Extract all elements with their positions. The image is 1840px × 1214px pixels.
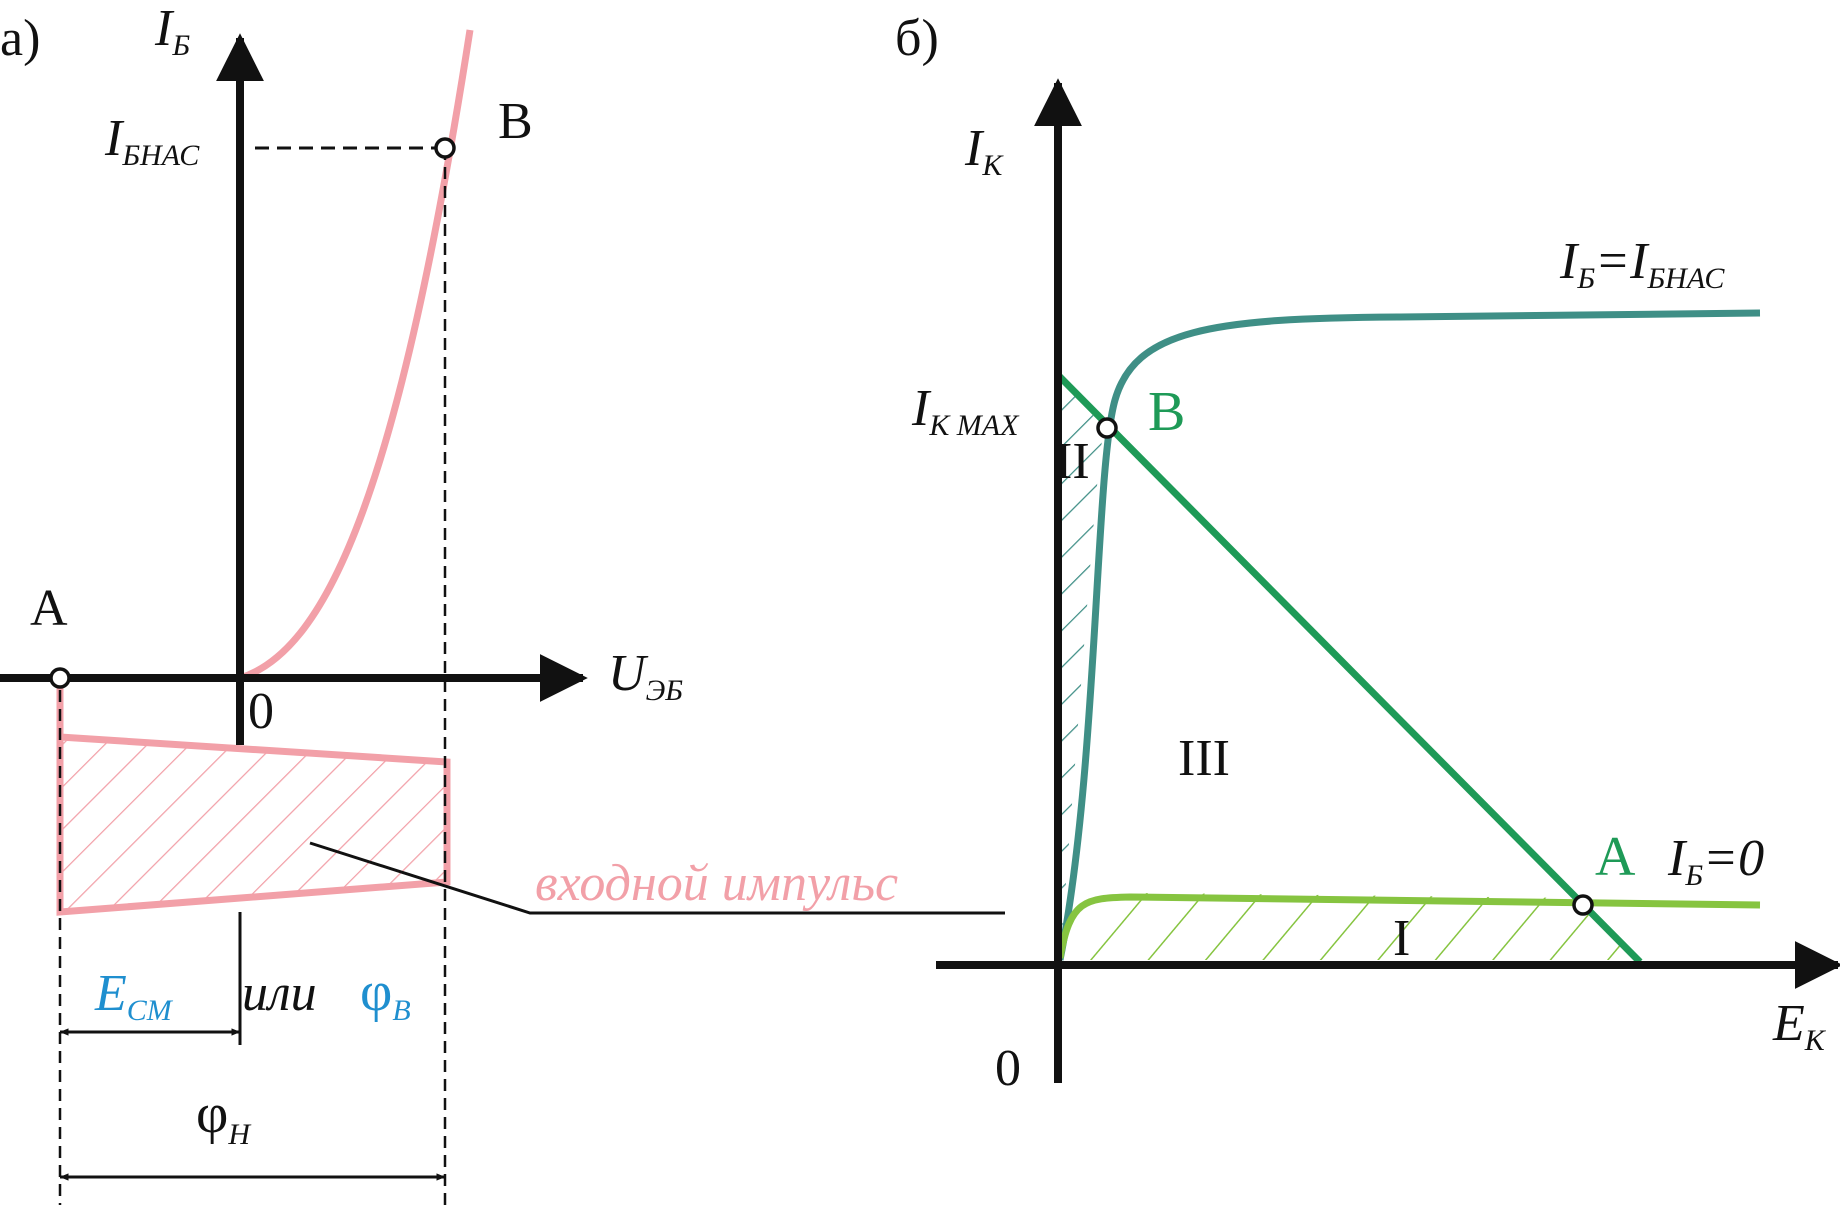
curve-ib-sat (1056, 309, 1761, 961)
point-b-label: B (498, 93, 533, 150)
phi-n-label: φН (196, 1083, 252, 1151)
ik-max-label: IК MAX (911, 380, 1020, 442)
point-b-marker (434, 137, 456, 159)
panel-a: а) IБ IБНАС B A 0 UЭБ входной импульс EС… (0, 0, 1005, 1205)
point-b2-marker (1096, 417, 1118, 439)
phi-b-label: φВ (360, 961, 411, 1027)
origin-b-label: 0 (995, 1040, 1021, 1097)
region-i-label: I (1393, 910, 1410, 967)
point-a-label: A (30, 580, 68, 637)
curve-sat-label: IБ=IБНАС (1559, 233, 1725, 295)
region-i-hatch (1065, 893, 1635, 960)
curve-zero-label: IБ=0 (1667, 830, 1764, 892)
panel-a-label: а) (0, 10, 40, 67)
input-characteristic-curve (238, 29, 474, 682)
point-a2-marker (1572, 894, 1594, 916)
region-ii-hatch (1058, 375, 1104, 960)
ik-axis-label: IК (964, 120, 1004, 182)
origin-a-label: 0 (248, 683, 274, 740)
pulse-pointer-line (309, 841, 1005, 915)
point-a-marker (49, 667, 71, 689)
bias-label: EСМ (94, 965, 174, 1027)
region-iii-label: III (1178, 730, 1230, 787)
panel-b: б) IК IБ=IБНАС IК MAX B II III A IБ=0 I … (895, 10, 1840, 1097)
ueb-axis-label: UЭБ (608, 645, 683, 707)
input-pulse-label: входной импульс (535, 855, 898, 912)
ek-axis-label: EК (1772, 995, 1827, 1057)
panel-b-label: б) (895, 10, 939, 67)
input-pulse-area (56, 733, 451, 916)
or-label: или (242, 965, 317, 1022)
ibnas-label: IБНАС (104, 110, 200, 172)
ib-axis-label: IБ (154, 0, 190, 62)
region-ii-label: II (1055, 433, 1090, 490)
point-b2-label: B (1148, 381, 1185, 443)
point-a2-label: A (1595, 826, 1636, 888)
load-line (1055, 372, 1643, 965)
curve-ib-zero (1056, 893, 1761, 959)
